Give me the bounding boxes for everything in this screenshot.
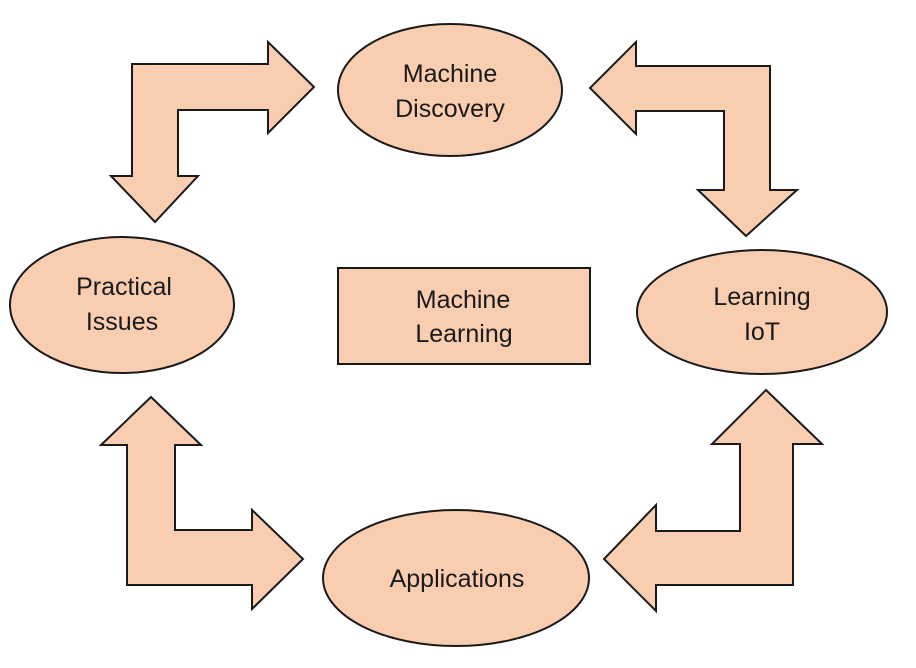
node-applications (322, 509, 590, 647)
node-practical-issues (9, 236, 235, 374)
arrow-bottom-right (602, 388, 825, 614)
arrow-top-left (108, 39, 316, 224)
node-learning-iot-line1: Learning (713, 283, 810, 311)
node-machine-discovery (337, 23, 563, 157)
node-machine-discovery-line2: Discovery (395, 95, 505, 123)
node-learning-iot (636, 249, 888, 375)
center-machine-learning-line1: Machine (416, 286, 511, 314)
node-practical-issues-line2: Issues (86, 308, 158, 336)
arrow-bottom-left (98, 395, 305, 612)
center-machine-learning (337, 267, 591, 365)
arrow-top-right (588, 39, 800, 238)
node-machine-discovery-line1: Machine (403, 60, 498, 88)
node-applications-line1: Applications (390, 565, 525, 593)
node-learning-iot-line2: IoT (744, 318, 780, 346)
node-practical-issues-line1: Practical (76, 273, 172, 301)
center-machine-learning-line2: Learning (415, 320, 512, 348)
